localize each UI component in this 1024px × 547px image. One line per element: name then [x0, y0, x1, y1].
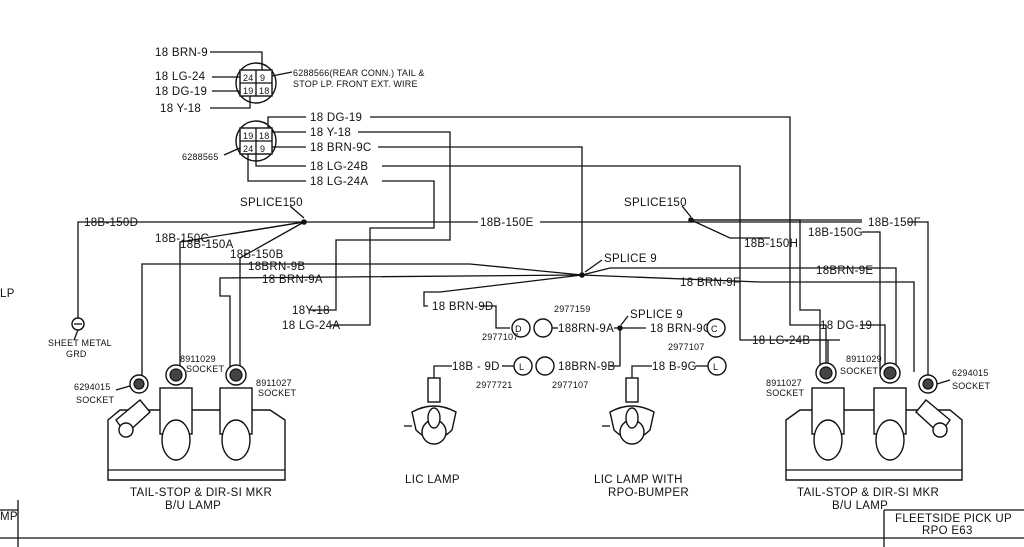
part-2977159: 2977159: [554, 304, 590, 314]
label-18b-9d: 18B - 9D: [452, 361, 500, 373]
connector-mid-part: 6288565: [182, 152, 218, 162]
label-18b-150h: 18B-150H: [744, 238, 798, 250]
mid-wire-y-18: 18 Y-18: [310, 127, 351, 139]
part-2977721: 2977721: [476, 380, 512, 390]
left-lamp-name: TAIL-STOP & DIR-SI MKR: [130, 487, 272, 499]
left-lamp-assembly: 8911029 SOCKET 8911027 SOCKET 6294015 SO…: [74, 354, 297, 512]
lic-bumper-label: LIC LAMP WITH: [594, 474, 683, 486]
splice150-left: SPLICE150: [240, 197, 303, 209]
splice9-center: SPLICE 9: [604, 253, 657, 265]
mid-wire-brn-9c: 18 BRN-9C: [310, 142, 372, 154]
label-18brn-9e: 18BRN-9E: [816, 265, 873, 277]
label-18b-150c: 18B-150C: [155, 233, 209, 245]
label-18brn-9c: 18 BRN-9C: [650, 323, 712, 335]
left-socket-word-2: SOCKET: [258, 388, 297, 398]
ground-label: SHEET METAL: [48, 338, 112, 348]
ground-symbol: SHEET METAL GRD: [48, 317, 112, 359]
ground-label-2: GRD: [66, 349, 87, 359]
label-18b-150f: 18B-150F: [868, 217, 921, 229]
left-socket-word-3: SOCKET: [76, 395, 115, 405]
right-socket-8911029: 8911029: [846, 354, 882, 364]
left-lamp-name-2: B/U LAMP: [165, 500, 221, 512]
left-socket-8911029: 8911029: [180, 354, 216, 364]
right-lamp-name-2: B/U LAMP: [832, 500, 888, 512]
pin-24: 24: [243, 73, 253, 83]
wire-y-18: 18 Y-18: [160, 103, 201, 115]
right-socket-word-1: SOCKET: [766, 388, 805, 398]
conn-l-2: L: [713, 362, 718, 372]
label-18b-150d: 18B-150D: [84, 217, 138, 229]
right-socket-6294015: 6294015: [952, 368, 988, 378]
label-18brn-9b: 18BRN-9B: [248, 261, 305, 273]
wire-runs: [77, 116, 929, 380]
wire-lg-24: 18 LG-24: [155, 71, 206, 83]
part-2977107-a: 2977107: [482, 332, 518, 342]
splice9-lic: SPLICE 9: [630, 309, 683, 321]
lic-lamp-bumper: LIC LAMP WITH RPO-BUMPER: [594, 377, 689, 499]
right-socket-word-3: SOCKET: [952, 381, 991, 391]
lic-connectors: 18 BRN-9D D 2977159 2977107 188RN-9A 18 …: [432, 301, 727, 390]
label-18lg-24a: 18 LG-24A: [282, 320, 340, 332]
mid-pin-24: 24: [243, 144, 253, 154]
right-lamp-name: TAIL-STOP & DIR-SI MKR: [797, 487, 939, 499]
mid-wire-lg-24a: 18 LG-24A: [310, 176, 368, 188]
conn-l-1: L: [519, 362, 524, 372]
part-2977107-c: 2977107: [552, 380, 588, 390]
mid-pin-9: 9: [260, 144, 265, 154]
part-2977107-b: 2977107: [668, 342, 704, 352]
title-block: FLEETSIDE PICK UP RPO E63 LP MP: [0, 288, 1024, 547]
conn-d: D: [515, 324, 522, 334]
right-socket-8911027: 8911027: [766, 378, 802, 388]
connector-top-part-2: STOP LP. FRONT EXT. WIRE: [293, 79, 418, 89]
label-18b-150a: 18B-150A: [180, 239, 234, 251]
label-18y-18: 18Y-18: [292, 305, 330, 317]
lic-lamp-label: LIC LAMP: [405, 474, 460, 486]
label-18brn-9a: 18 BRN-9A: [262, 274, 323, 286]
label-18dg-19: 18 DG-19: [820, 320, 872, 332]
wire-dg-19: 18 DG-19: [155, 86, 207, 98]
label-18b-9g: 18 B-9G: [652, 361, 697, 373]
edge-label-bottom-left: MP: [0, 511, 18, 523]
title-line-2: RPO E63: [922, 525, 973, 537]
label-18b-150b: 18B-150B: [230, 249, 284, 261]
right-socket-word-2: SOCKET: [840, 366, 879, 376]
conn-c: C: [711, 324, 718, 334]
right-lamp-assembly: 8911027 SOCKET 8911029 SOCKET 6294015 SO…: [766, 354, 991, 512]
connector-top-part: 6288566(REAR CONN.) TAIL &: [293, 68, 425, 78]
label-18b-150e: 18B-150E: [480, 217, 534, 229]
lic-bumper-label-2: RPO-BUMPER: [608, 487, 689, 499]
label-18brn-9b-lic: 18BRN-9B: [558, 361, 615, 373]
mid-wire-dg-19: 18 DG-19: [310, 112, 362, 124]
label-18brn-9f: 18 BRN-9F: [680, 277, 740, 289]
pin-9: 9: [260, 73, 265, 83]
pin-18: 18: [259, 86, 269, 96]
label-18brn-9d: 18 BRN-9D: [432, 301, 494, 313]
splice150-right: SPLICE150: [624, 197, 687, 209]
label-18b-150g: 18B-150G: [808, 227, 863, 239]
lic-lamp: LIC LAMP: [404, 377, 460, 486]
wire-brn-9: 18 BRN-9: [155, 47, 208, 59]
label-18lg-24b: 18 LG-24B: [752, 335, 810, 347]
wire-labels: 18B-150D 18B-150C 18B-150A 18B-150B 18B-…: [84, 214, 921, 347]
left-socket-6294015: 6294015: [74, 382, 110, 392]
splice-points: SPLICE150 SPLICE150 SPLICE 9 SPLICE 9: [240, 197, 694, 331]
left-socket-8911027: 8911027: [256, 378, 292, 388]
mid-pin-19: 19: [243, 131, 253, 141]
left-socket-word-1: SOCKET: [186, 364, 225, 374]
title-line-1: FLEETSIDE PICK UP: [895, 513, 1012, 525]
pin-19: 19: [243, 86, 253, 96]
label-188rn-9a: 188RN-9A: [558, 323, 614, 335]
mid-pin-18: 18: [259, 131, 269, 141]
connector-top: 24 9 19 18 6288566(REAR CONN.) TAIL & ST…: [155, 47, 425, 115]
mid-wire-lg-24b: 18 LG-24B: [310, 161, 368, 173]
edge-label-left: LP: [0, 288, 15, 300]
connector-mid: 19 18 24 9 6288565 18 DG-19 18 Y-18 18 B…: [182, 112, 372, 188]
